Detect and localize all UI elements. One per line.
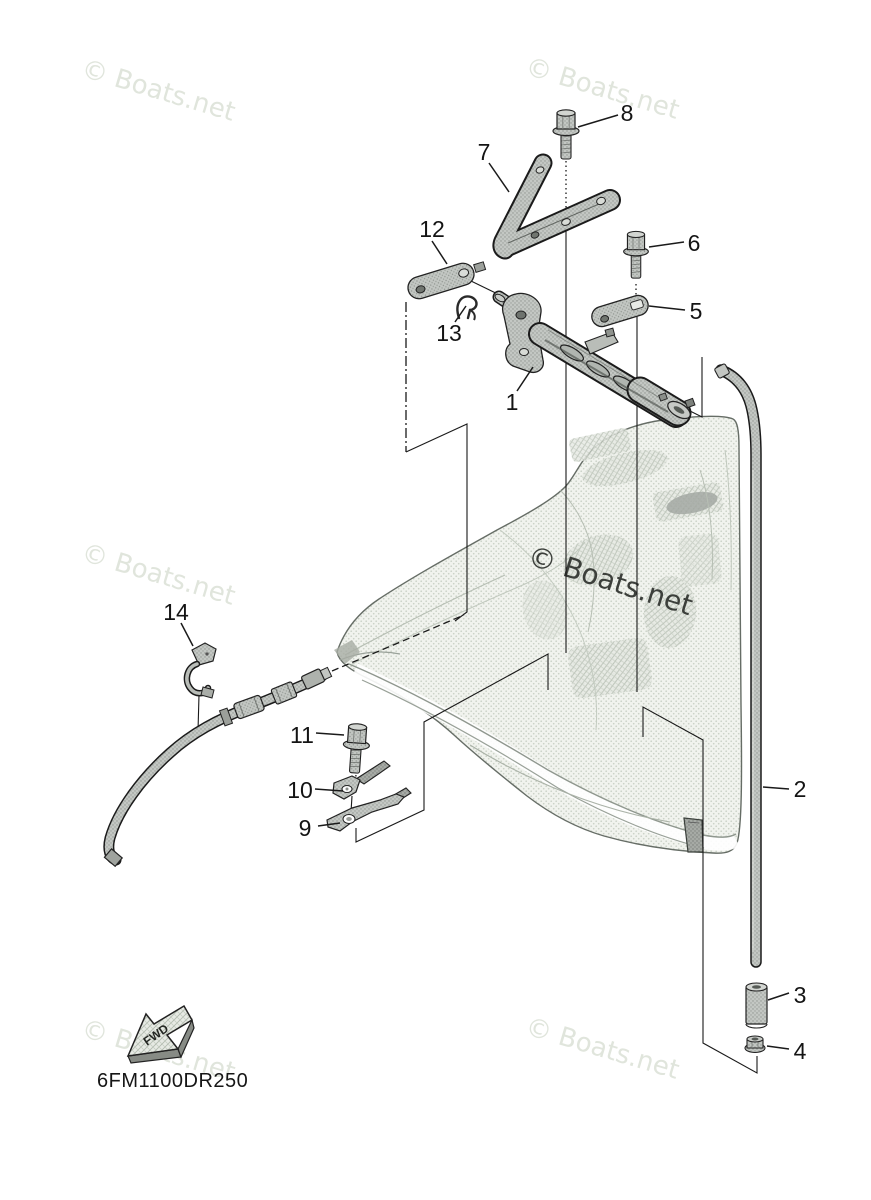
callout-7[interactable]: 7 — [478, 139, 491, 165]
callout-13[interactable]: 13 — [436, 320, 462, 346]
callout-14[interactable]: 14 — [163, 599, 189, 625]
watermark-top-left: © Boats.net — [78, 54, 239, 128]
callout-5[interactable]: 5 — [690, 298, 703, 324]
callout-8[interactable]: 8 — [621, 100, 634, 126]
locating-lines — [197, 161, 758, 1074]
diagram-code: 6FM1100DR250 — [97, 1070, 248, 1092]
callout-leaders — [180, 114, 790, 1050]
callout-3[interactable]: 3 — [794, 982, 807, 1008]
watermark-top-right: © Boats.net — [522, 52, 683, 126]
cowling-mount-bracket — [683, 817, 704, 853]
callout-10[interactable]: 10 — [287, 777, 313, 803]
part-12-link — [407, 261, 487, 300]
part-4-nut — [744, 1035, 766, 1054]
part-2-throttle-rod — [714, 363, 762, 968]
part-7-lever — [492, 153, 621, 260]
callout-11[interactable]: 11 — [290, 722, 314, 748]
watermark-bottom-right: © Boats.net — [522, 1012, 683, 1086]
part-10-plate — [332, 760, 391, 800]
callout-2[interactable]: 2 — [794, 776, 807, 802]
callout-9[interactable]: 9 — [299, 815, 312, 841]
part-8-bolt — [552, 109, 580, 160]
callout-6[interactable]: 6 — [688, 230, 701, 256]
part-5-plate — [591, 294, 649, 328]
engine-cowling-drawing — [334, 415, 743, 854]
part-1-control-shaft-assembly — [492, 290, 696, 428]
part-6-bolt — [623, 230, 649, 279]
callout-4[interactable]: 4 — [794, 1038, 807, 1064]
watermark-mid-left: © Boats.net — [78, 538, 239, 612]
fwd-direction-indicator: FWD — [126, 1004, 195, 1064]
callout-12[interactable]: 12 — [419, 216, 445, 242]
part-3-collar — [745, 982, 768, 1029]
throttle-cable — [103, 666, 333, 868]
part-11-bolt — [340, 722, 372, 775]
callout-1[interactable]: 1 — [506, 389, 519, 415]
part-13-clip — [456, 295, 478, 321]
part-9-plate — [326, 787, 412, 832]
part-14-cable-clamp — [183, 642, 217, 699]
